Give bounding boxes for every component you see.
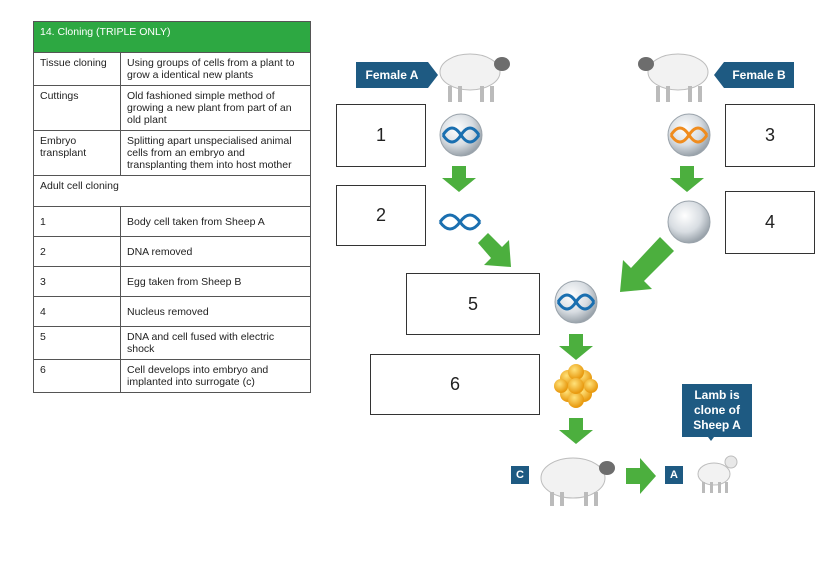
answer-box-1[interactable]: 1 [336, 104, 426, 167]
embryo-icon [554, 364, 598, 408]
female-b-label: Female B [724, 62, 794, 88]
empty-egg-icon [667, 200, 711, 244]
step-text: Body cell taken from Sheep A [120, 206, 311, 237]
surrogate-tag: C [511, 466, 529, 484]
arrow-diagonal-icon [478, 233, 511, 267]
lamb-icon [697, 455, 738, 493]
arrow-down-icon [442, 166, 476, 192]
step-text: DNA and cell fused with electric shock [120, 326, 311, 360]
surrogate-sheep-icon [540, 457, 615, 506]
female-a-label: Female A [356, 62, 428, 88]
fused-cell-icon [554, 280, 598, 324]
definition-cell: Old fashioned simple method of growing a… [120, 85, 311, 131]
clone-callout: Lamb is clone of Sheep A [682, 384, 752, 437]
arrow-down-icon [559, 334, 593, 360]
step-text: Nucleus removed [120, 296, 311, 327]
arrow-down-icon [559, 418, 593, 444]
term-cell: Cuttings [33, 85, 121, 131]
step-text: Cell develops into embryo and implanted … [120, 359, 311, 393]
step-row: 6 Cell develops into embryo and implante… [33, 359, 311, 393]
step-row: 4 Nucleus removed [33, 296, 311, 327]
step-text: Egg taken from Sheep B [120, 266, 311, 297]
step-row: 1 Body cell taken from Sheep A [33, 206, 311, 237]
step-row: 3 Egg taken from Sheep B [33, 266, 311, 297]
section-heading: Adult cell cloning [33, 175, 311, 207]
sheep-a-icon [439, 53, 510, 102]
term-cell: Tissue cloning [33, 52, 121, 86]
egg-cell-icon [667, 113, 711, 157]
definition-cell: Splitting apart unspecialised animal cel… [120, 130, 311, 176]
answer-box-4[interactable]: 4 [725, 191, 815, 254]
cell-dna-icon [439, 113, 483, 157]
arrow-right-icon [626, 458, 656, 494]
definition-cell: Using groups of cells from a plant to gr… [120, 52, 311, 86]
arrow-down-icon [670, 166, 704, 192]
dna-icon [438, 213, 482, 231]
sheep-b-icon [638, 53, 709, 102]
table-row: Tissue cloning Using groups of cells fro… [33, 52, 311, 86]
answer-box-2[interactable]: 2 [336, 185, 426, 246]
answer-box-5[interactable]: 5 [406, 273, 540, 335]
answer-box-3[interactable]: 3 [725, 104, 815, 167]
step-number: 6 [33, 359, 121, 393]
cloning-table: 14. Cloning (TRIPLE ONLY) Tissue cloning… [33, 21, 311, 393]
table-header: 14. Cloning (TRIPLE ONLY) [33, 21, 311, 53]
step-number: 4 [33, 296, 121, 327]
table-row: Cuttings Old fashioned simple method of … [33, 85, 311, 131]
arrow-diagonal-icon [620, 237, 674, 292]
lamb-tag: A [665, 466, 683, 484]
answer-box-6[interactable]: 6 [370, 354, 540, 415]
